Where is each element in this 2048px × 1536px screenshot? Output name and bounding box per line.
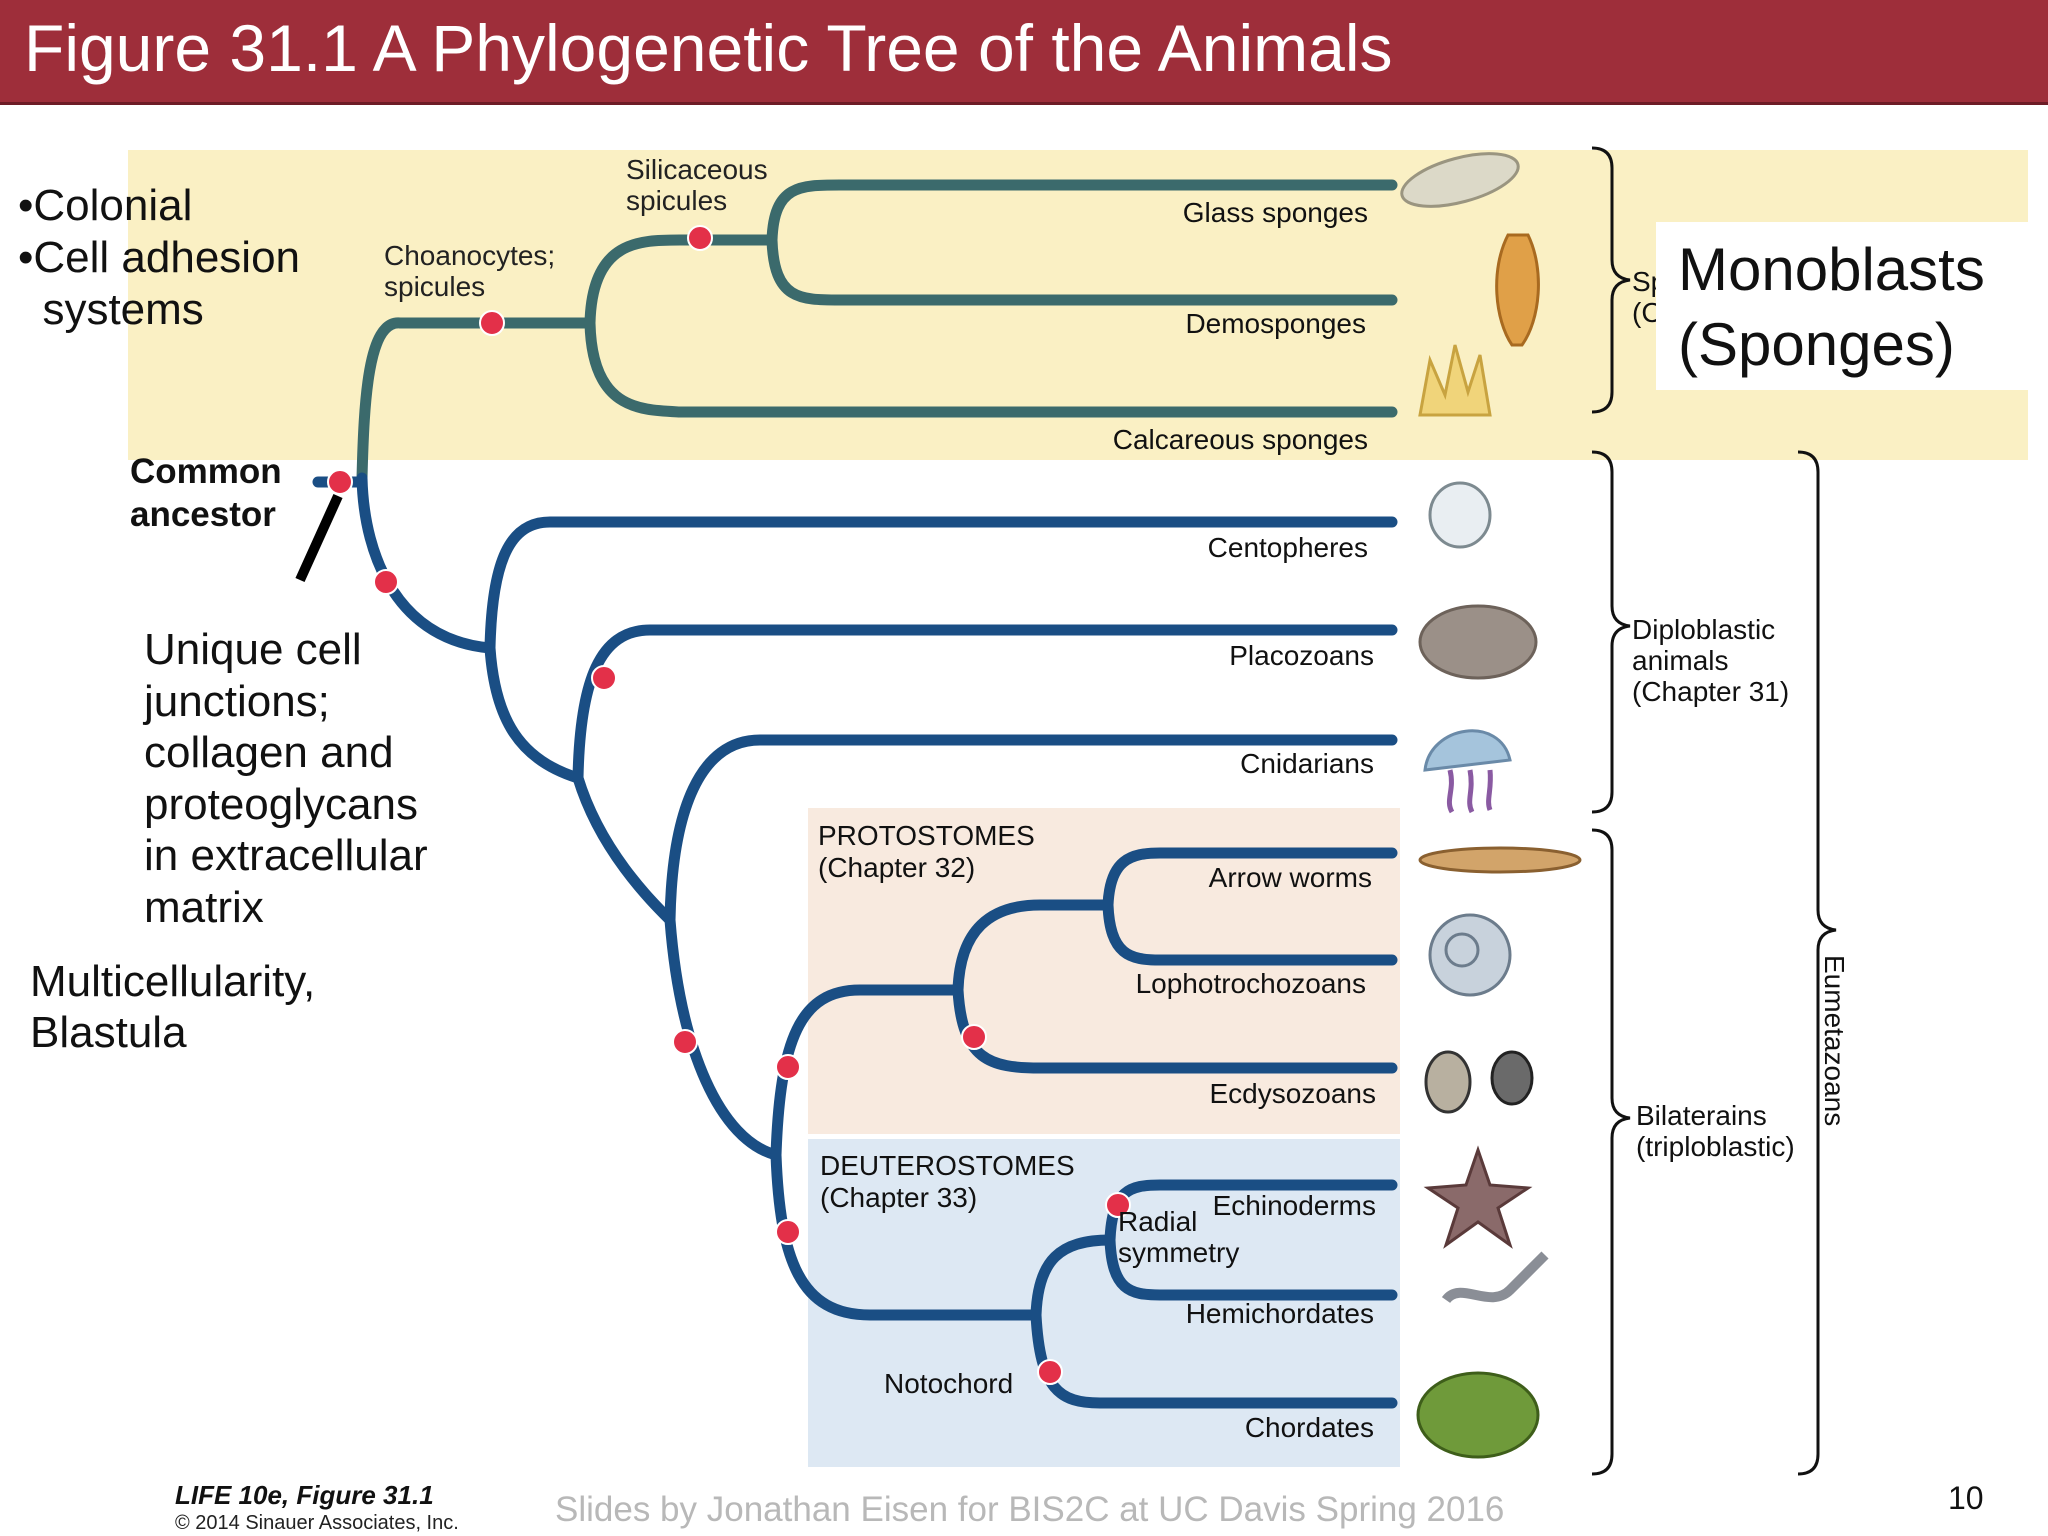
bracket-bilaterians (1591, 828, 1631, 1476)
taxon-lophotrochozoans: Lophotrochozoans (1135, 968, 1366, 999)
taxon-cnidarians: Cnidarians (1240, 748, 1374, 779)
placozoan-icon (1418, 604, 1538, 680)
branch-cteno (484, 516, 1398, 654)
branch-siliceous (584, 234, 778, 329)
node-notochord (1037, 1359, 1063, 1385)
organism-illustrations (1400, 152, 1582, 1459)
sea-star-icon (1423, 1145, 1533, 1249)
branch-demo (766, 234, 1398, 306)
taxon-ctenophores: Centopheres (1207, 532, 1368, 563)
cnidarian-icon (1423, 729, 1512, 772)
taxon-arrow-worms: Arrow worms (1208, 862, 1372, 893)
slide-footer: Slides by Jonathan Eisen for BIS2C at UC… (555, 1490, 1505, 1529)
spider-icon (1490, 1050, 1534, 1106)
taxon-ecdysozoans: Ecdysozoans (1209, 1078, 1376, 1109)
bracket-sponges (1591, 146, 1631, 414)
cnidarian-tentacles (1446, 769, 1493, 814)
common-ancestor-label: Common ancestor (130, 452, 282, 534)
branch-proto-split (952, 899, 1114, 996)
branch-lopho (1102, 899, 1398, 966)
arrow-worm-icon (1418, 846, 1582, 874)
nautilus-icon (1428, 913, 1512, 997)
branch-cnid-bilat (572, 772, 676, 926)
radial-symmetry-label: Radial symmetry (1118, 1206, 1240, 1268)
book-credit: LIFE 10e, Figure 31.1 (175, 1480, 434, 1510)
acorn-worm-icon (1441, 1251, 1549, 1304)
taxon-echinoderms: Echinoderms (1212, 1190, 1376, 1221)
node-placo (591, 665, 617, 691)
choanocytes-label: Choanocytes; spicules (384, 240, 556, 302)
protostomes-heading: PROTOSTOMES (Chapter 32) (818, 820, 1035, 883)
title-bar: Figure 31.1 A Phylogenetic Tree of the A… (0, 0, 2048, 105)
branch-ambulacraria (1030, 1234, 1116, 1321)
node-protostomes (775, 1054, 801, 1080)
node-common-ancestor (327, 469, 353, 495)
multicellularity-label: Multicellularity, Blastula (30, 957, 316, 1057)
branch-hemi (1104, 1234, 1398, 1301)
protostome-region (808, 808, 1400, 1134)
branch-protostomes (770, 984, 964, 1161)
page-number: 10 (1948, 1480, 1984, 1516)
node-choanocytes (479, 310, 505, 336)
beetle-icon (1424, 1050, 1472, 1114)
bracket-diploblastic (1591, 450, 1631, 814)
clade-eumetazoans: Eumetazoans (1819, 955, 1850, 1127)
silicaceous-spicules-label: Silicaceous spicules (626, 154, 768, 216)
branch-parahox (484, 642, 584, 784)
monoblasts-label: Monoblasts (Sponges) (1678, 236, 1985, 378)
copyright-credit: © 2014 Sinauer Associates, Inc. (175, 1512, 459, 1534)
branch-arrow (1102, 847, 1398, 911)
bracket-eumetazoans (1797, 450, 1837, 1476)
nautilus-coil (1444, 932, 1480, 968)
taxon-demosponges: Demosponges (1185, 308, 1366, 339)
branch-glass (766, 179, 1398, 246)
ctenophore-icon (1428, 481, 1492, 549)
branch-echino (1104, 1179, 1398, 1246)
taxon-chordates: Chordates (1244, 1412, 1374, 1443)
slide-title: Figure 31.1 A Phylogenetic Tree of the A… (24, 11, 1393, 85)
node-silicaceous (687, 225, 713, 251)
taxon-calcareous-sponges: Calcareous sponges (1112, 424, 1368, 455)
notochord-label: Notochord (884, 1368, 1014, 1399)
branch-chord (1030, 1309, 1398, 1409)
deuterostome-region (808, 1139, 1400, 1467)
branch-placo (572, 624, 1398, 784)
unique-junctions-label: Unique cell junctions; collagen and prot… (144, 625, 428, 932)
node-ecdy (961, 1024, 987, 1050)
taxon-placozoans: Placozoans (1229, 640, 1374, 671)
branch-bilateria (664, 914, 782, 1161)
taxon-hemichordates: Hemichordates (1185, 1298, 1374, 1329)
node-unique-junctions (373, 569, 399, 595)
node-deuterostomes (775, 1219, 801, 1245)
sponge-traits-list: •Colonial •Cell adhesion systems (18, 181, 301, 334)
branch-ecdy (952, 984, 1398, 1074)
branch-cnid (664, 734, 1398, 926)
branch-sponges (356, 317, 596, 484)
glass-sponge-icon (1400, 152, 1520, 208)
monoblasts-box (1656, 222, 2046, 390)
calcareous-sponge-icon (1418, 344, 1492, 417)
deuterostomes-heading: DEUTEROSTOMES (Chapter 33) (820, 1150, 1075, 1213)
clade-diploblastic: Diploblastic animals (Chapter 31) (1632, 614, 1790, 707)
branch-eumetazoa (356, 472, 496, 654)
ancestor-pointer (295, 493, 343, 583)
node-radial (1105, 1192, 1131, 1218)
clade-bilaterians: Bilaterains (triploblastic) (1636, 1100, 1795, 1162)
branch-calcareous (584, 317, 1398, 418)
frog-icon (1416, 1371, 1540, 1459)
branch-deuterostomes (770, 1149, 1042, 1321)
taxon-glass-sponges: Glass sponges (1182, 197, 1368, 228)
node-cnid (672, 1029, 698, 1055)
demosponge-icon (1495, 233, 1540, 347)
